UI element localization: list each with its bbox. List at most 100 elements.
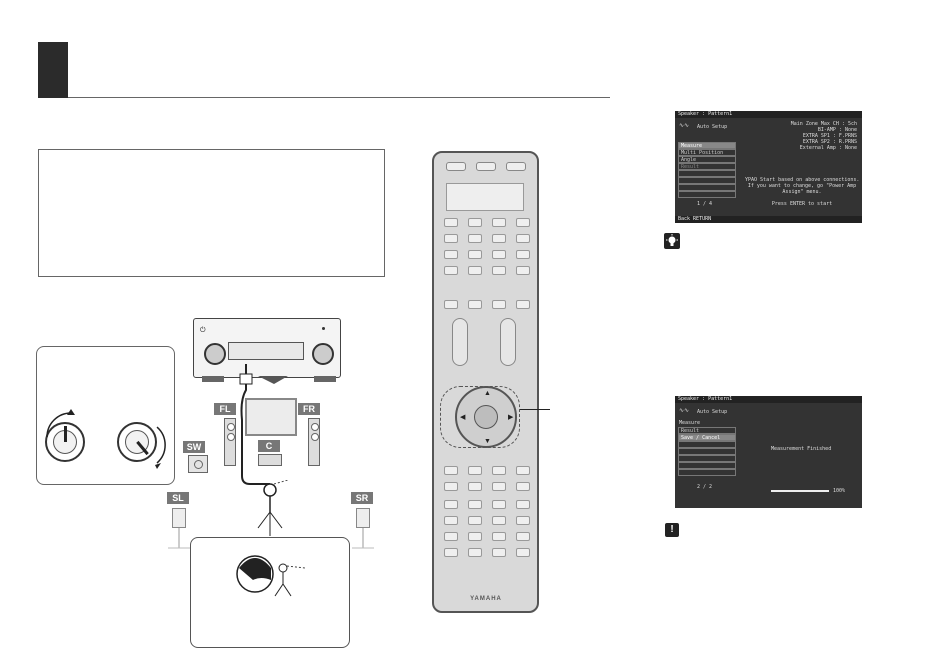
remote-button[interactable] [468, 548, 482, 557]
speaker-label-c: C [258, 440, 280, 452]
remote-button[interactable] [516, 532, 530, 541]
remote-button[interactable] [492, 300, 506, 309]
remote-button[interactable] [516, 266, 530, 275]
osd-footer: Back RETURN [675, 216, 862, 223]
osd-app-name: Auto Setup [697, 409, 728, 415]
remote-button[interactable] [444, 218, 458, 227]
remote-top-button[interactable] [446, 162, 466, 171]
osd-menu-item[interactable]: Measure [678, 142, 736, 149]
remote-top-button[interactable] [476, 162, 496, 171]
osd-menu-item[interactable]: Result [678, 427, 736, 434]
osd-info-line: EXTRA SP1 : F.PRNS [802, 133, 857, 139]
section-header-block [38, 42, 68, 98]
remote-button[interactable] [468, 466, 482, 475]
remote-button[interactable] [468, 218, 482, 227]
indicator-dot [322, 327, 325, 330]
remote-button[interactable] [516, 466, 530, 475]
remote-button[interactable] [492, 500, 506, 509]
remote-button[interactable] [444, 266, 458, 275]
remote-button[interactable] [444, 548, 458, 557]
osd-info-line: External Amp : None [799, 145, 857, 151]
subwoofer-knob-panel [36, 346, 175, 485]
osd-menu-empty [678, 441, 736, 448]
remote-button[interactable] [444, 466, 458, 475]
remote-button[interactable] [444, 516, 458, 525]
remote-rocker-volume[interactable] [500, 318, 516, 366]
remote-button[interactable] [492, 548, 506, 557]
left-arrow-icon: ◀ [460, 414, 466, 421]
remote-button[interactable] [492, 482, 506, 491]
remote-button[interactable] [516, 234, 530, 243]
remote-button[interactable] [492, 218, 506, 227]
remote-button[interactable] [468, 266, 482, 275]
osd-title-bar: Speaker : Pattern1 [675, 111, 862, 118]
remote-button[interactable] [468, 234, 482, 243]
remote-button[interactable] [444, 250, 458, 259]
osd-menu-item[interactable]: Save / Cancel [678, 434, 736, 441]
volume-knob [45, 422, 85, 462]
enter-button[interactable] [474, 405, 498, 429]
waveform-icon: ∿∿ [679, 407, 690, 414]
av-receiver: ⏻ [193, 318, 341, 378]
osd-menu-item[interactable]: Angle [678, 156, 736, 163]
remote-button[interactable] [468, 500, 482, 509]
osd-section: Measure [679, 420, 701, 426]
power-icon: ⏻ [200, 327, 206, 334]
osd-info-line: EXTRA SP2 : R.PRNS [802, 139, 857, 145]
right-arrow-icon: ▶ [508, 414, 514, 421]
remote-button[interactable] [516, 482, 530, 491]
remote-button[interactable] [468, 532, 482, 541]
remote-button[interactable] [492, 266, 506, 275]
remote-brand: YAMAHA [470, 596, 502, 602]
remote-button[interactable] [492, 466, 506, 475]
remote-button[interactable] [468, 482, 482, 491]
remote-rocker-left[interactable] [452, 318, 468, 366]
remote-button[interactable] [492, 234, 506, 243]
osd-screen-auto-setup: Speaker : Pattern1 ∿∿ Auto Setup Measure… [675, 111, 862, 223]
waveform-icon: ∿∿ [679, 122, 690, 129]
remote-button[interactable] [516, 500, 530, 509]
osd-info-line: Main Zone Max CH : 5ch [790, 121, 857, 127]
osd-message-line: If you want to change, go "Power Amp [747, 183, 857, 189]
remote-button[interactable] [516, 218, 530, 227]
listening-position-box [190, 537, 350, 648]
osd-progress-fill [771, 490, 829, 492]
osd-menu-empty [678, 177, 736, 184]
osd-page-indicator: 2 / 2 [697, 484, 713, 490]
osd-menu-empty [678, 455, 736, 462]
dpad-highlight [440, 386, 520, 448]
remote-button[interactable] [516, 250, 530, 259]
remote-button[interactable] [492, 250, 506, 259]
remote-button[interactable] [468, 250, 482, 259]
osd-menu-item[interactable]: Result [678, 163, 736, 170]
remote-button[interactable] [444, 532, 458, 541]
osd-app-name: Auto Setup [697, 124, 728, 130]
speaker-fl [224, 418, 236, 466]
remote-top-button[interactable] [506, 162, 526, 171]
remote-button[interactable] [516, 516, 530, 525]
osd-menu-item[interactable]: Multi Position [678, 149, 736, 156]
mic-cable [239, 364, 270, 485]
osd-menu-empty [678, 184, 736, 191]
remote-button[interactable] [492, 532, 506, 541]
remote-button[interactable] [468, 300, 482, 309]
volume-dial [312, 343, 334, 365]
speaker-sl [172, 508, 186, 528]
remote-button[interactable] [492, 516, 506, 525]
remote-button[interactable] [444, 300, 458, 309]
up-arrow-icon: ▲ [484, 390, 491, 397]
speaker-label-sl: SL [167, 492, 189, 504]
header-rule [68, 97, 610, 98]
remote-button[interactable] [444, 482, 458, 491]
speaker-label-fl: FL [214, 403, 236, 415]
remote-button[interactable] [444, 500, 458, 509]
callout-line [520, 409, 550, 410]
osd-status: Measurement Finished [771, 446, 832, 452]
receiver-feet [202, 376, 336, 384]
remote-button[interactable] [516, 300, 530, 309]
remote-button[interactable] [516, 548, 530, 557]
remote-button[interactable] [468, 516, 482, 525]
osd-menu-empty [678, 448, 736, 455]
remote-button[interactable] [444, 234, 458, 243]
tv-screen [245, 398, 297, 436]
